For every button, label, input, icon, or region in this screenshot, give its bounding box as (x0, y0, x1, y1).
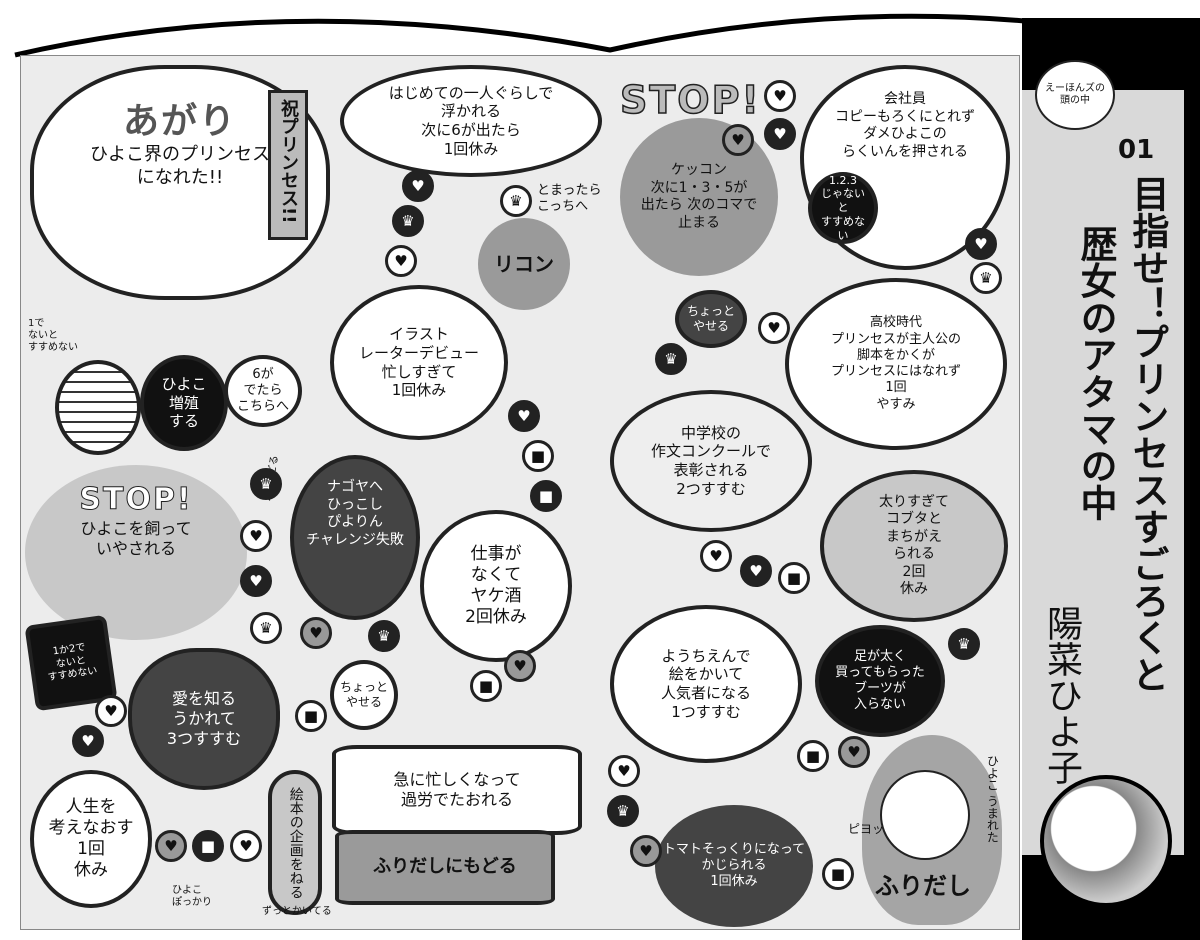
space-jinsei: 人生を 考えなおす 1回 休み (30, 770, 152, 908)
space-futori: 太りすぎて コブタと まちがえ られる 2回 休み (820, 470, 1008, 622)
path-heart-icon (965, 228, 997, 260)
path-paw-icon (295, 700, 327, 732)
space-pattern (55, 360, 141, 455)
space-nagoya: ナゴヤへ ひっこし ぴよりん チャレンジ失敗 (290, 455, 420, 620)
path-heart-icon (722, 124, 754, 156)
space-karou: 急に忙しくなって 過労でたおれる (332, 745, 582, 835)
title-line-1: 目指せ！プリンセスすごろくと (1126, 175, 1169, 693)
path-crown-icon (607, 795, 639, 827)
path-heart-icon (230, 830, 262, 862)
path-crown-icon (392, 205, 424, 237)
note-hiyoko-pokkari: ひよこ ぽっかり (172, 885, 212, 908)
note-piyo: ピヨッ (848, 822, 885, 836)
path-heart-icon (764, 118, 796, 150)
path-paw-icon (822, 858, 854, 890)
path-heart-icon (504, 650, 536, 682)
author-name: 陽菜ひよ子 (1041, 605, 1082, 785)
path-paw-icon (192, 830, 224, 862)
path-heart-icon (700, 540, 732, 572)
path-crown-icon (655, 343, 687, 375)
path-paw-icon (522, 440, 554, 472)
path-heart-icon (155, 830, 187, 862)
space-furidashi-back: ふりだしにもどる (335, 830, 555, 905)
path-heart-icon (608, 755, 640, 787)
author-portrait (1040, 775, 1172, 907)
path-crown-icon (368, 620, 400, 652)
space-koukou: 高校時代 プリンセスが主人公の 脚本をかくが プリンセスにはなれず 1回 やすみ (785, 278, 1007, 450)
space-ashi: 足が太く 買ってもらった ブーツが 入らない (815, 625, 945, 737)
six-arrow-note: 6が でたら こちらへ (224, 355, 302, 427)
path-paw-icon (530, 480, 562, 512)
celebration-banner: 祝プリンセス!! (268, 90, 308, 240)
space-kekkon: ケッコン 次に1・3・5が 出たら 次のコマで 止まる (620, 118, 778, 276)
path-heart-icon (95, 695, 127, 727)
space-chugaku: 中学校の 作文コンクールで 表彰される 2つすすむ (610, 390, 812, 532)
path-heart-icon (740, 555, 772, 587)
space-ehon: 絵本の企画をねる (268, 770, 322, 915)
path-heart-icon (300, 617, 332, 649)
title-line-2: 歴女のアタマの中 (1074, 225, 1117, 521)
path-heart-icon (72, 725, 104, 757)
path-paw-icon (778, 562, 810, 594)
path-crown-icon (948, 628, 980, 660)
path-heart-icon (838, 736, 870, 768)
note-one-only: 1で ないと すすめない (28, 318, 78, 353)
space-yakezake: 仕事が なくて ヤケ酒 2回休み (420, 510, 572, 662)
space-illustrator: イラスト レーターデビュー 忙しすぎて 1回休み (330, 285, 508, 440)
book-top-outline (14, 13, 1191, 58)
series-logo-cloud: えーほんズの頭の中 (1035, 60, 1115, 130)
note-umareta: ひよこ うまれた (985, 755, 1000, 843)
path-heart-icon (385, 245, 417, 277)
path-heart-icon (240, 565, 272, 597)
path-paw-icon (470, 670, 502, 702)
series-number: 01 (1118, 135, 1155, 165)
space-youchien: ようちえんで 絵をかいて 人気者になる 1つすすむ (610, 605, 802, 763)
space-one-two-three: 1.2.3 じゃないと すすめない (808, 172, 878, 244)
note-tomattara: とまったら こっちへ (537, 183, 602, 214)
path-heart-icon (240, 520, 272, 552)
path-heart-icon (630, 835, 662, 867)
path-crown-icon (250, 468, 282, 500)
path-paw-icon (797, 740, 829, 772)
space-rikon: リコン (478, 218, 570, 310)
path-heart-icon (402, 170, 434, 202)
note-zutto: ずっとかいてる (262, 906, 332, 917)
path-crown-icon (250, 612, 282, 644)
space-hitorigurashi: はじめての一人ぐらしで 浮かれる 次に6が出たら 1回休み (340, 65, 602, 177)
stop-title-2: STOP! (619, 77, 761, 122)
sidebar-panel (1022, 90, 1184, 855)
path-heart-icon (764, 80, 796, 112)
start-space-label: ふりだし (875, 872, 971, 900)
path-heart-icon (758, 312, 790, 344)
space-ai-heart: 愛を知る うかれて 3つすすむ (128, 648, 280, 790)
space-chotto-yaseru-1: ちょっと やせる (330, 660, 398, 730)
path-crown-icon (500, 185, 532, 217)
space-chotto-yaseru-2: ちょっと やせる (675, 290, 747, 348)
space-stop-hiyoko: STOP! ひよこを飼って いやされる (25, 465, 247, 640)
space-zoushoku: ひよこ 増殖 する (140, 355, 228, 451)
space-tomato: トマトそっくりになって かじられる 1回休み (655, 805, 813, 927)
path-crown-icon (970, 262, 1002, 294)
start-chick (880, 770, 970, 860)
path-heart-icon (508, 400, 540, 432)
